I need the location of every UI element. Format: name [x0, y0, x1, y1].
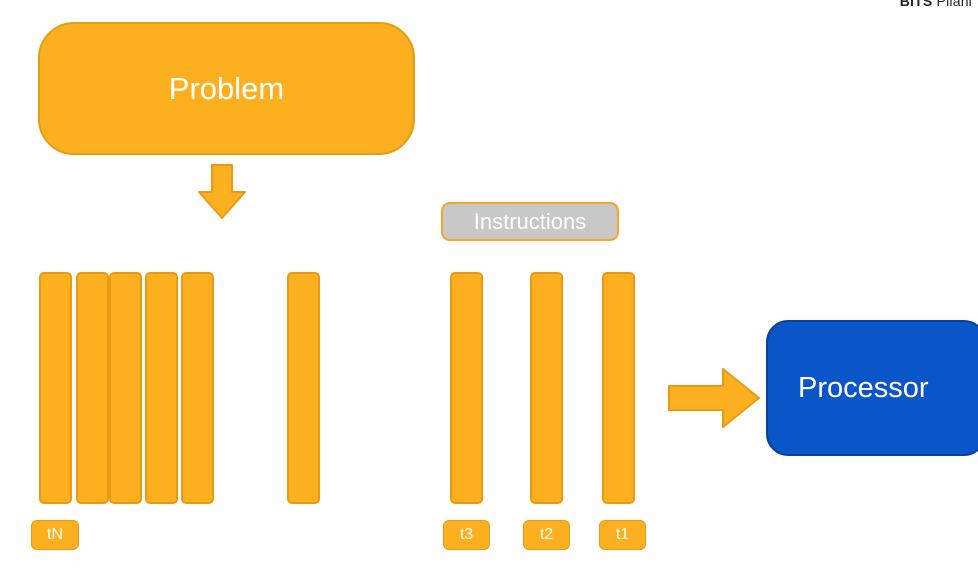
down-arrow-icon	[198, 164, 246, 219]
task-bar	[76, 272, 109, 504]
task-bar	[39, 272, 72, 504]
right-arrow-icon	[668, 368, 760, 428]
task-label-t1-text: t1	[615, 526, 630, 543]
task-bar-t2	[530, 272, 563, 504]
processor-label: Processor	[798, 371, 929, 404]
processor-box: Processor	[766, 320, 978, 456]
task-bar	[181, 272, 214, 504]
watermark-thin: Pilani	[936, 0, 972, 9]
task-bar	[145, 272, 178, 504]
task-label-tN-text: tN	[47, 526, 63, 543]
task-label-t2: t2	[523, 520, 570, 550]
task-bar	[287, 272, 320, 504]
instructions-label: Instructions	[441, 202, 619, 241]
task-label-t3: t3	[443, 520, 490, 550]
watermark-logo: BITS Pilani	[900, 0, 972, 9]
problem-label: Problem	[168, 70, 285, 106]
task-bar-t1	[602, 272, 635, 504]
instructions-text: Instructions	[473, 208, 587, 234]
task-label-t1: t1	[599, 520, 646, 550]
task-label-tN: tN	[31, 520, 79, 550]
task-label-t3-text: t3	[459, 526, 474, 543]
task-label-t2-text: t2	[539, 526, 554, 543]
task-bar	[109, 272, 142, 504]
watermark-bold: BITS	[899, 0, 933, 9]
task-bar-t3	[450, 272, 483, 504]
problem-box: Problem	[38, 22, 415, 155]
